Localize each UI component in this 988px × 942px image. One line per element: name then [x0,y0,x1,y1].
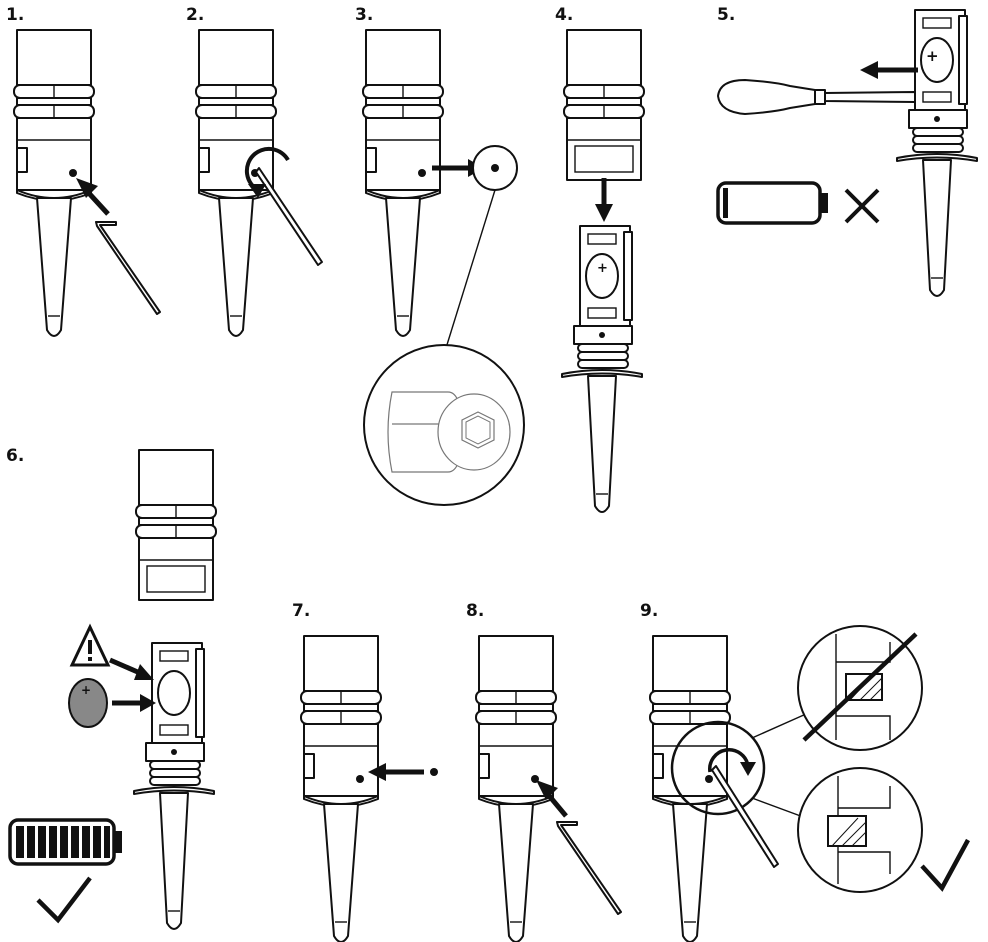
checkmark-icon [920,838,970,892]
coin-cell-icon: + [68,678,108,728]
battery-plus-label: + [597,261,608,276]
step-5-panel: + [716,9,978,297]
step-2-panel [195,29,323,337]
step-1-panel [13,29,161,337]
step-label-9: 9. [640,601,658,621]
set-screw-icon [491,164,499,172]
checkmark-icon [36,876,92,924]
sensor-cap [135,449,217,601]
step-label-3: 3. [355,5,373,25]
step-7-panel [300,635,438,942]
step-label-2: 2. [186,5,204,25]
sensor-unit [300,635,382,942]
set-screw-zoom-icon [363,344,525,506]
battery-plus-label: + [926,47,939,65]
step-label-5: 5. [717,5,735,25]
sensor-cap [563,29,645,181]
battery-plus-label: + [81,683,91,697]
magnify-ring [670,720,766,816]
set-screw-icon [430,768,438,776]
arrow-icon [76,178,110,216]
sensor-unit [649,635,731,942]
step-3-panel [362,29,525,506]
electronics-board [133,642,215,930]
step-label-1: 1. [6,5,24,25]
step-label-4: 4. [555,5,573,25]
arrow-icon [109,657,154,680]
strike-line [802,632,918,742]
correct-position-zoom [797,767,923,893]
rotate-arrow-icon [708,748,756,776]
step-9-panel [649,625,970,942]
step-8-panel [475,635,622,942]
arrow-icon [536,780,568,818]
screwdriver-icon [717,79,916,115]
allen-key-icon [556,821,622,915]
arrow-icon [368,763,424,781]
cross-icon [844,188,880,224]
battery-empty-icon [716,181,828,225]
arrow-icon [860,61,918,79]
sensor-unit [362,29,444,337]
allen-key-icon [95,221,161,315]
allen-key-icon [711,765,779,868]
arrow-icon [595,178,613,222]
step-label-8: 8. [466,601,484,621]
step-label-7: 7. [292,601,310,621]
rotate-arrow-icon [244,146,290,198]
warning-icon [69,623,111,667]
wrong-position-zoom [797,625,923,751]
battery-full-icon [8,818,122,866]
step-6-panel: + [8,449,217,930]
step-4-panel: + [561,29,645,513]
step-label-6: 6. [6,446,24,466]
allen-key-icon [255,167,323,266]
arrow-icon [112,694,156,712]
